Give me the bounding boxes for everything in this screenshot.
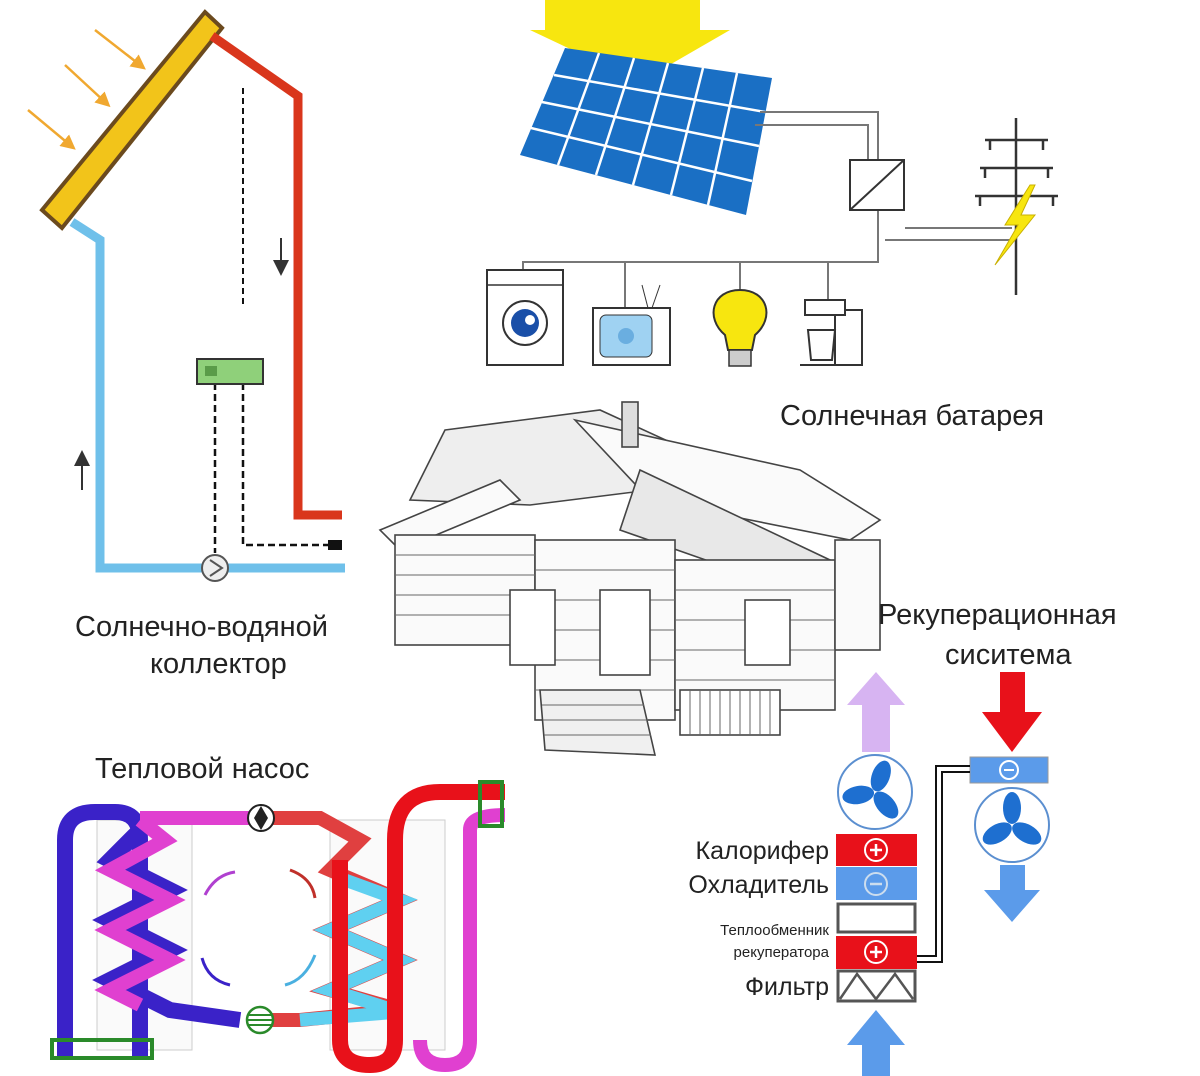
solar-battery-diagram <box>486 0 1058 367</box>
pump-icon <box>201 554 229 582</box>
cooler-label: Охладитель <box>688 871 829 899</box>
sun-rays-icon <box>27 29 146 150</box>
heat-pump-label: Тепловой насос <box>95 753 309 785</box>
lightning-icon <box>994 184 1037 266</box>
tv-icon <box>592 284 671 366</box>
exhaust-arrow-icon <box>847 672 905 752</box>
recuperation-label-2: сиситема <box>945 639 1072 671</box>
heat-pump-diagram <box>50 780 506 1074</box>
solar-collector-diagram <box>27 9 345 582</box>
inlet-arrow-icon <box>847 1010 905 1076</box>
fan-icon <box>837 754 913 830</box>
hot-pipe <box>209 32 342 520</box>
solar-collector-label-1: Солнечно-водяной <box>75 611 328 643</box>
sensor-icon <box>328 540 342 550</box>
exchanger-label-1: Теплообменник <box>720 922 829 939</box>
cycle-arrows-icon <box>200 868 317 987</box>
solar-battery-label: Солнечная батарея <box>780 400 1044 432</box>
solar-collector-label-2: коллектор <box>150 648 287 680</box>
light-bulb-icon <box>712 288 768 367</box>
filter-label: Фильтр <box>745 973 829 1001</box>
solar-panel-icon <box>520 48 772 215</box>
supply-arrow-icon <box>984 865 1040 922</box>
collector-panel <box>39 9 225 231</box>
recuperation-label-1: Рекуперационная <box>878 599 1117 631</box>
heater-label: Калорифер <box>696 837 829 865</box>
washing-machine-icon <box>486 269 564 366</box>
intake-arrow-icon <box>982 672 1042 752</box>
fan-icon <box>974 787 1050 863</box>
sunlight-arrow-icon <box>530 0 730 82</box>
house-sketch <box>378 401 882 756</box>
coffee-maker-icon <box>800 299 863 366</box>
heat-exchanger-block <box>836 902 917 934</box>
exchanger-label-2: рекуператора <box>734 944 830 961</box>
recuperation-diagram <box>836 672 1050 1076</box>
